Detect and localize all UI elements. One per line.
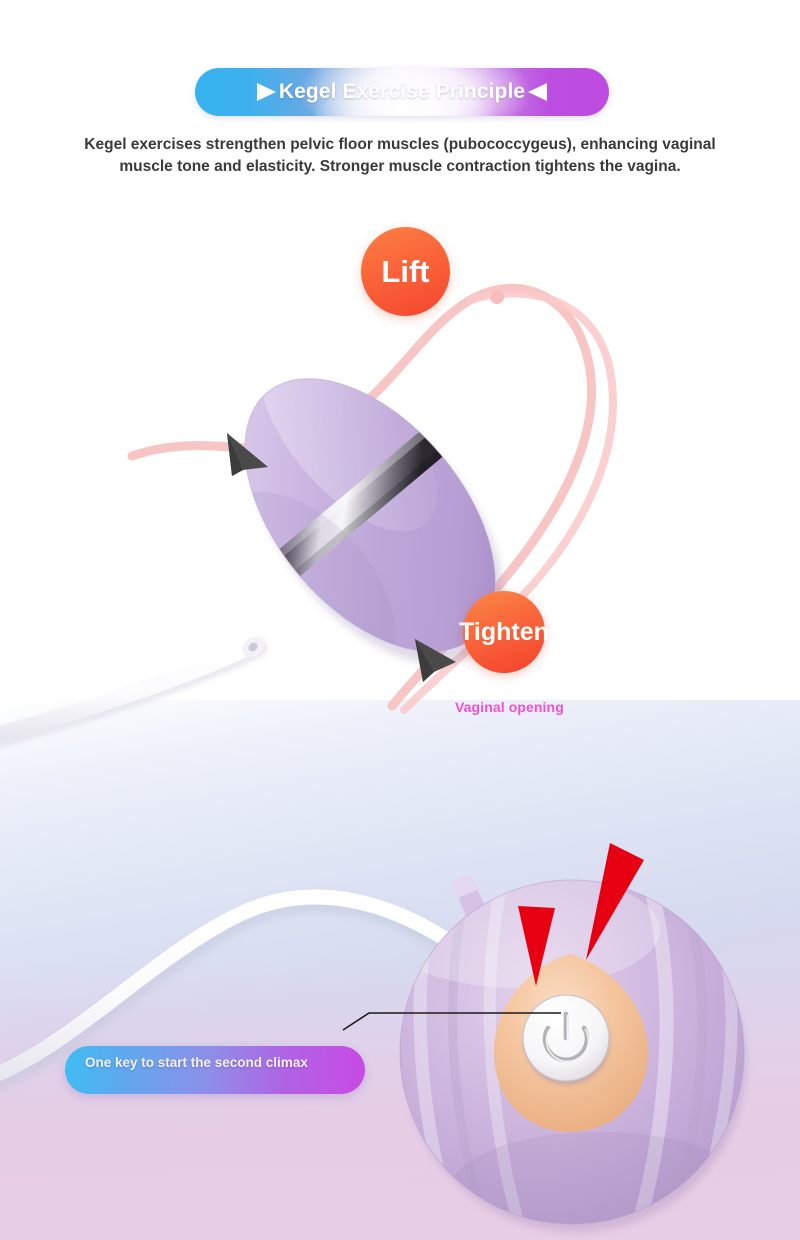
direction-arrow-lift — [227, 433, 268, 476]
power-icon — [542, 1011, 590, 1063]
badge-tighten: Tighten — [459, 591, 549, 673]
egg-cable-grommet — [242, 636, 264, 658]
pointer-arrow-left — [518, 906, 555, 986]
badge-tighten-label: Tighten — [459, 617, 549, 646]
pointer-arrows — [518, 843, 644, 986]
triangle-left-icon — [528, 83, 547, 101]
triangle-right-icon — [257, 83, 276, 101]
header-banner: Kegel Exercise Principle — [195, 68, 609, 116]
vaginal-opening-label: Vaginal opening — [455, 699, 564, 715]
cable-upper — [0, 636, 268, 749]
remote-stem — [452, 874, 486, 916]
power-button[interactable] — [522, 994, 610, 1085]
direction-arrow-tighten — [415, 639, 456, 682]
callout-badge: One key to start the second climax — [65, 1046, 365, 1094]
page-title: Kegel Exercise Principle — [278, 80, 526, 103]
callout-leader-line — [342, 1012, 561, 1031]
badge-lift-label: Lift — [381, 253, 430, 289]
pointer-arrow-right — [586, 843, 644, 960]
callout-label: One key to start the second climax — [85, 1055, 308, 1070]
cable-lower — [0, 889, 465, 1091]
badge-lift: Lift — [361, 227, 450, 316]
subtitle-text: Kegel exercises strengthen pelvic floor … — [84, 136, 716, 176]
